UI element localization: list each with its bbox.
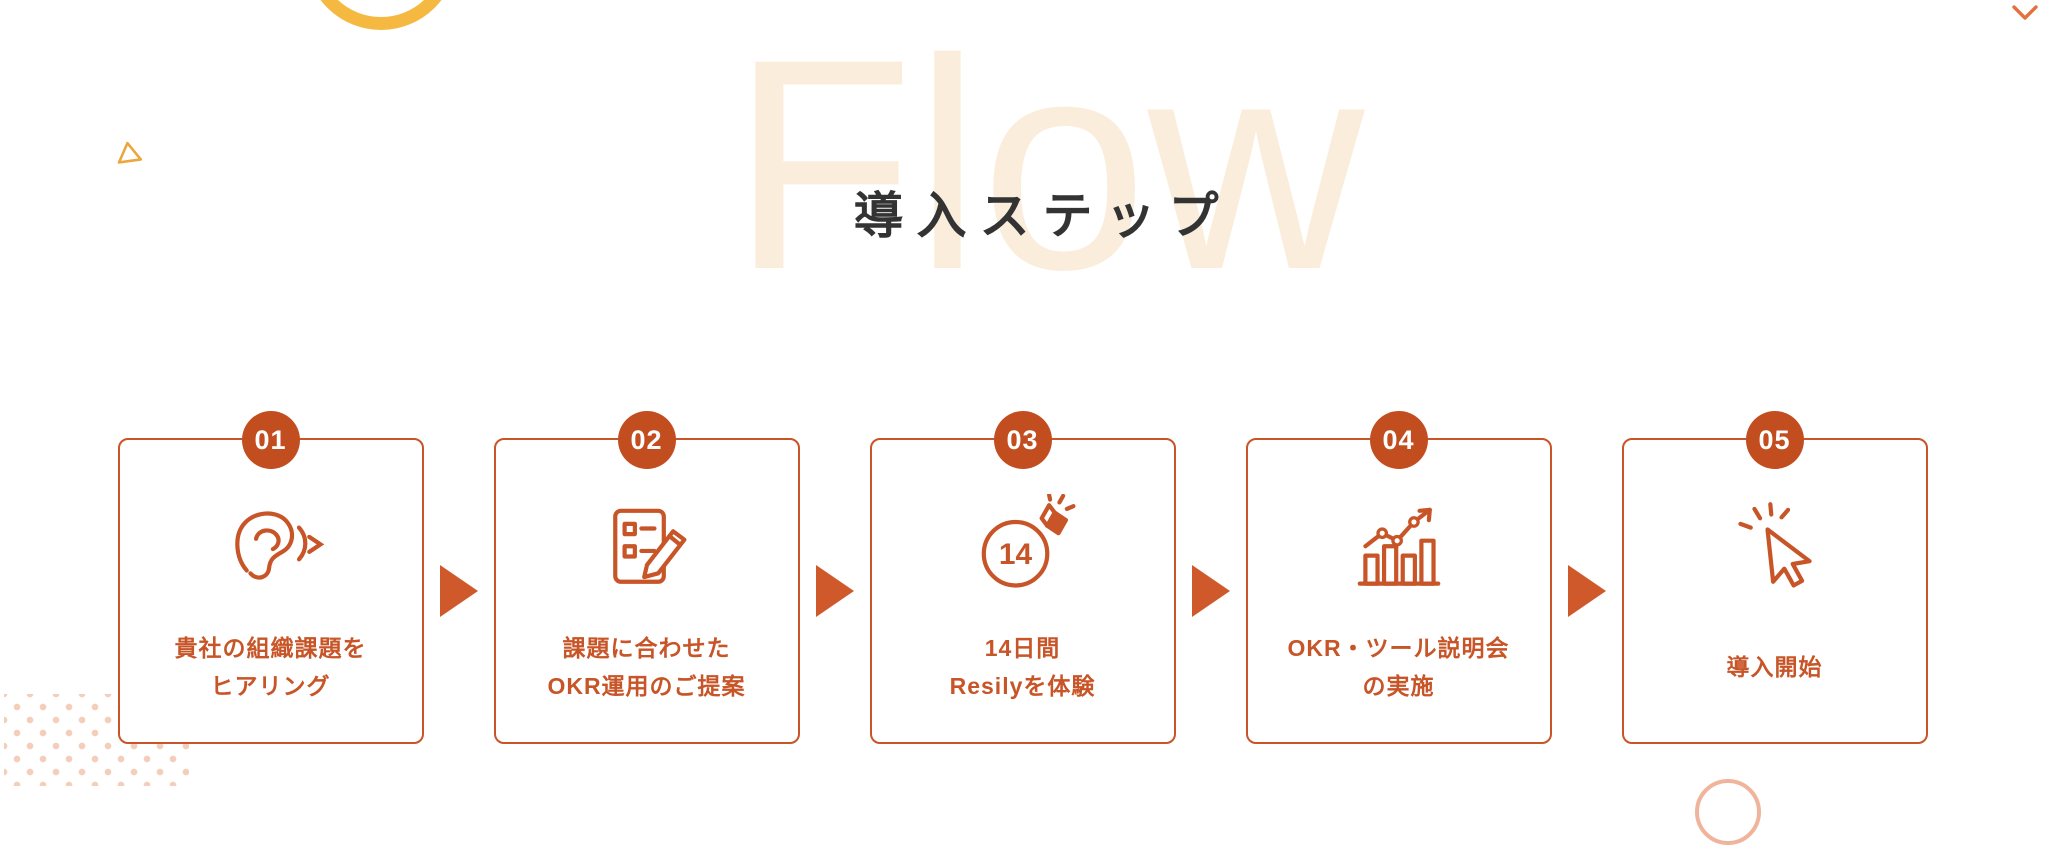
step-label-line: の実施 (1362, 673, 1435, 699)
step-card-5: 05 導入開始 (1621, 411, 1928, 744)
step-card-2: 02 課題に合わせた OKR運用のご提案 (493, 411, 800, 744)
step-card-4: 04 OKR・ツール説明会 (1245, 411, 1552, 744)
step-arrow-icon (1567, 565, 1606, 617)
step-arrow-icon (815, 565, 854, 617)
step-arrow-icon (1191, 565, 1230, 617)
step-number-badge: 05 (1745, 411, 1804, 469)
step-label: 貴社の組織課題を ヒアリング (175, 622, 367, 714)
document-pencil-icon (591, 492, 703, 608)
step-label-line: 14日間 (984, 635, 1061, 662)
step-label: 導入開始 (1727, 622, 1823, 714)
step-label-line: ヒアリング (210, 673, 331, 699)
triangle-outline-decoration (114, 138, 144, 170)
step-number-badge: 01 (241, 411, 300, 469)
bottom-arc-decoration (1695, 779, 1761, 845)
chevron-down-icon (2011, 4, 2039, 27)
ear-icon (215, 492, 327, 608)
step-label: 課題に合わせた OKR運用のご提案 (547, 622, 745, 714)
step-card-3: 03 14 14日間 Resilyを体験 (869, 411, 1176, 744)
step-number-badge: 03 (993, 411, 1052, 469)
section-title: 導入ステップ (853, 188, 1232, 244)
svg-text:14: 14 (998, 538, 1032, 571)
background-flow-text: Flow (730, 0, 1365, 332)
step-label-line: OKR運用のご提案 (547, 673, 746, 699)
step-arrow-icon (439, 565, 478, 617)
step-number-badge: 04 (1369, 411, 1428, 469)
step-label-line: Resilyを体験 (949, 673, 1096, 699)
step-label-line: 貴社の組織課題を (174, 635, 367, 662)
calendar-14-days-icon: 14 (967, 492, 1079, 608)
step-label-line: OKR・ツール説明会 (1287, 635, 1510, 662)
cursor-click-icon (1719, 492, 1831, 608)
step-number-badge: 02 (617, 411, 676, 469)
step-label-line: 導入開始 (1726, 654, 1823, 681)
growth-chart-icon (1343, 492, 1455, 608)
step-label: 14日間 Resilyを体験 (950, 622, 1096, 714)
step-label: OKR・ツール説明会 の実施 (1287, 622, 1509, 714)
step-label-line: 課題に合わせた (562, 635, 731, 662)
steps-row: 01 貴社の組織課題を ヒアリング 02 (0, 411, 2045, 744)
step-card-1: 01 貴社の組織課題を ヒアリング (117, 411, 424, 744)
